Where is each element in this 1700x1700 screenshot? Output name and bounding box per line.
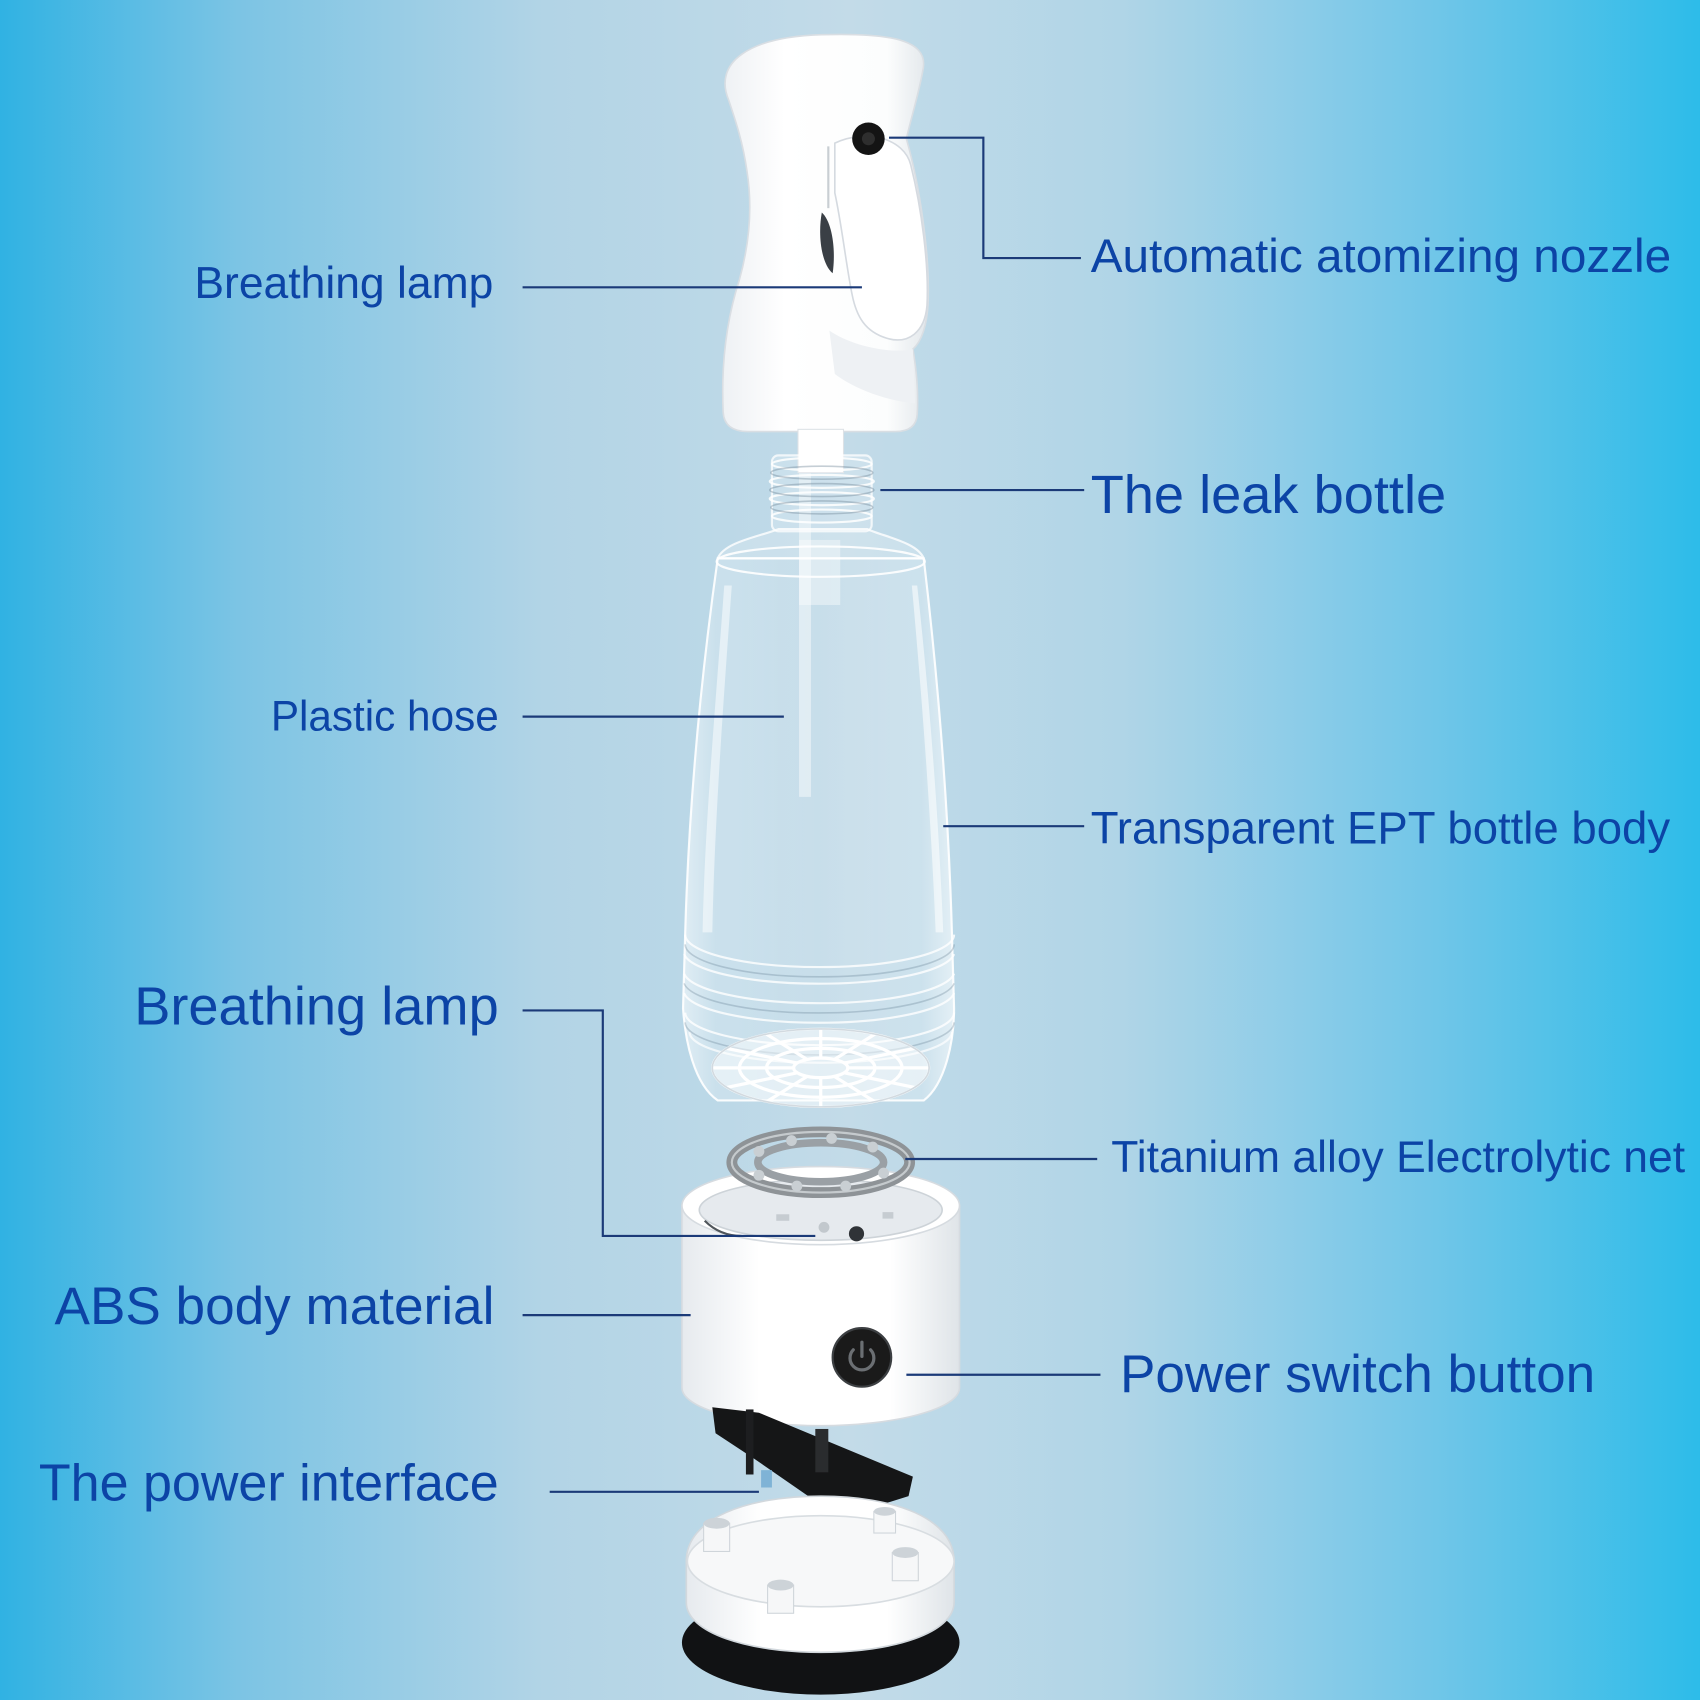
nozzle-hole-icon	[852, 122, 885, 156]
trigger-slot	[820, 212, 834, 274]
leader-line-atomizing-nozzle	[889, 136, 1081, 260]
labels-left: Breathing lamp Plastic hose Breathing la…	[39, 259, 499, 1512]
titanium-electrolytic-net	[726, 1126, 916, 1199]
neck-threads	[768, 456, 875, 524]
abs-base	[681, 1165, 961, 1427]
bottle-grid-disc	[711, 1027, 931, 1109]
bottle-top-rim	[715, 545, 926, 578]
nozzle-head	[721, 33, 930, 433]
label-power-interface: The power interface	[39, 1455, 499, 1513]
bottle-bottom-threads	[683, 934, 956, 1064]
base-posts	[703, 1507, 919, 1614]
labels-right: Automatic atomizing nozzle The leak bott…	[1091, 230, 1686, 1404]
label-bottle-body: Transparent EPT bottle body	[1091, 802, 1671, 853]
bottle-body-shell	[681, 557, 956, 1102]
leader-lines	[522, 136, 1101, 1493]
bottle-highlight-right	[911, 585, 944, 933]
stem	[797, 428, 845, 474]
label-plastic-hose: Plastic hose	[271, 693, 499, 740]
power-icon	[848, 1340, 876, 1372]
label-power-switch: Power switch button	[1120, 1345, 1595, 1404]
label-abs-body-material: ABS body material	[55, 1277, 495, 1336]
power-switch-button	[831, 1327, 893, 1388]
label-leak-bottle: The leak bottle	[1091, 465, 1446, 525]
nozzle-under-shade	[829, 330, 916, 404]
bottle-highlight-left	[702, 585, 732, 933]
label-breathing-lamp-base: Breathing lamp	[134, 977, 498, 1037]
nozzle-trigger	[834, 135, 929, 341]
label-atomizing-nozzle: Automatic atomizing nozzle	[1091, 230, 1671, 283]
bottle-shoulder	[716, 527, 926, 560]
bottle-body	[681, 545, 956, 1109]
label-electrolytic-net: Titanium alloy Electrolytic net	[1111, 1133, 1685, 1182]
bottom-base	[681, 1495, 960, 1695]
leader-line-breathing-lamp-base	[522, 1009, 816, 1238]
abs-base-body	[681, 1204, 961, 1427]
label-breathing-lamp-top: Breathing lamp	[194, 259, 493, 308]
